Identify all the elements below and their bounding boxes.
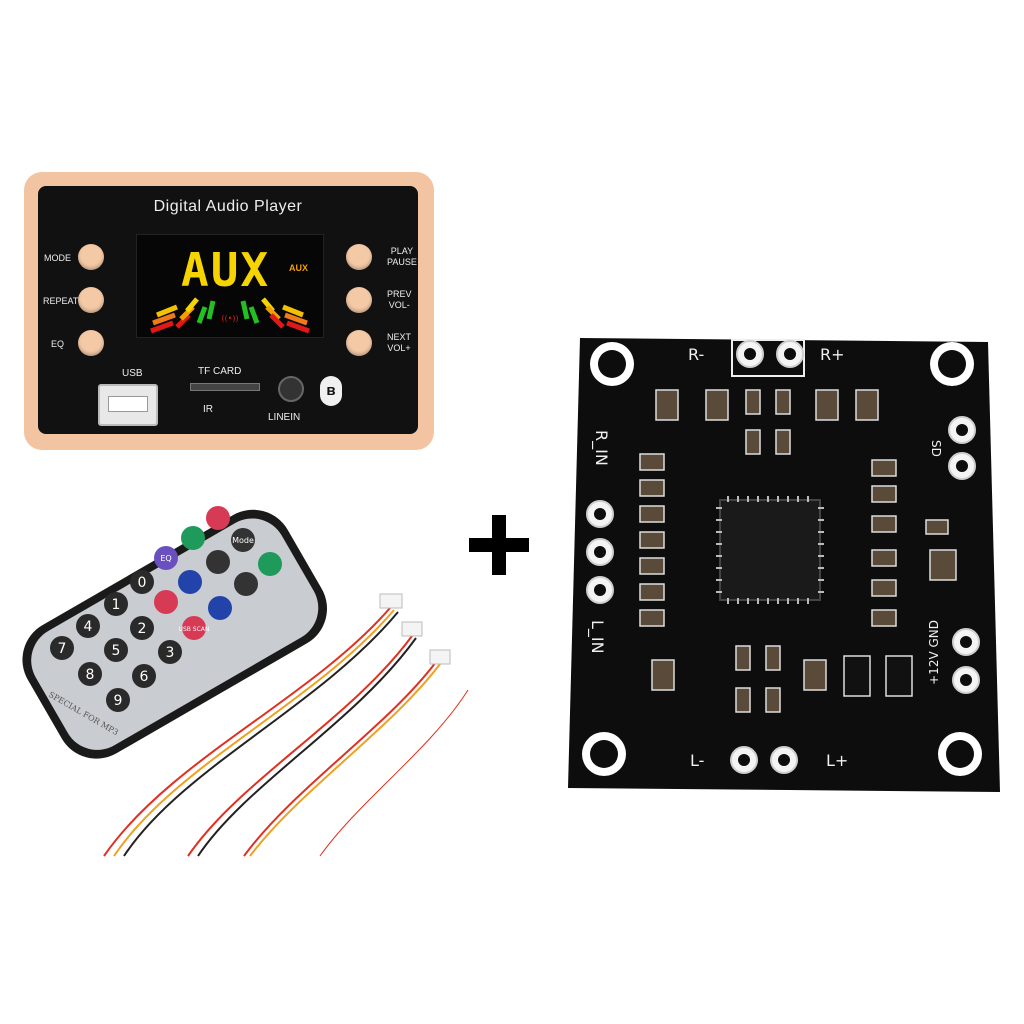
key-6[interactable] [132,664,156,688]
eq-label: EQ [51,339,65,349]
usb-scan-key[interactable] [182,616,206,640]
mode-button[interactable] [78,244,104,270]
usb-scan-key-label: USB SCAN [179,626,210,633]
spectrum-visualizer-icon: ((•)) [150,297,310,334]
audio-player-face: Digital Audio Player MODE REPEAT EQ AUX … [38,186,418,434]
key-4[interactable] [76,614,100,638]
prev-vol-down-label: PREV VOL- [387,289,412,311]
key-0-label: 0 [138,575,147,591]
play-pause-button[interactable] [346,244,372,270]
svg-text:((•)): ((•)) [221,314,238,323]
key-4-label: 4 [84,619,93,635]
mode-key[interactable] [231,528,255,552]
next-label-line: NEXT [387,332,412,342]
eq-key[interactable] [154,546,178,570]
vol-down-label-line: VOL- [388,300,410,310]
tf-card-label: TF CARD [198,366,242,377]
key-7[interactable] [50,636,74,660]
key-3-label: 3 [166,645,175,661]
key-1-label: 1 [112,597,121,613]
key-5-label: 5 [112,643,121,659]
key-8-label: 8 [86,667,95,683]
amplifier-chip [719,499,821,601]
prev-key-icon[interactable] [206,550,230,574]
ir-label: IR [203,404,213,415]
play-pause-key-icon[interactable] [181,526,205,550]
mute-key-icon[interactable] [258,552,282,576]
play-pause-label: PLAY PAUSE [387,246,417,268]
key-7-label: 7 [58,641,67,657]
key-9-label: 9 [114,693,123,709]
r-in-label: R_IN [591,430,611,466]
linein-jack[interactable] [278,376,304,402]
l-in-label: L_IN [587,620,607,654]
power-label: +12V GND [927,620,941,685]
r-minus-label: R- [688,345,704,364]
power-key-icon[interactable] [206,506,230,530]
display-aux-badge: AUX [289,263,309,273]
r-plus-label: R+ [820,345,845,364]
usb-port-inner [108,396,148,412]
prev-vol-down-button[interactable] [346,287,372,313]
linein-label: LINEIN [268,412,301,423]
connector-plug-1 [379,593,403,609]
repeat-key-icon[interactable] [154,590,178,614]
vol-down-key-icon[interactable] [178,570,202,594]
next-vol-up-label: NEXT VOL+ [387,332,411,354]
key-8[interactable] [78,662,102,686]
mode-label: MODE [44,253,71,263]
next-key-icon[interactable] [234,572,258,596]
connector-plug-2 [401,621,423,637]
amplifier-board: R- R+ L- L+ R_IN L_IN SD +12V GND [568,338,1000,792]
eq-button[interactable] [78,330,104,356]
plus-icon-bar [469,538,529,552]
connector-wires [103,593,469,857]
player-title: Digital Audio Player [153,198,303,215]
usb-port[interactable] [98,384,158,426]
pause-label-line: PAUSE [387,257,417,267]
usb-label: USB [122,368,143,379]
mode-key-label: Mode [232,536,254,545]
ir-remote-control: Mode EQ USB SCAN 0 1 2 3 4 5 6 7 8 9 SPE… [22,506,327,759]
l-minus-label: L- [690,751,704,770]
connector-plug-3 [429,649,451,665]
prev-label-line: PREV [387,289,412,299]
key-2[interactable] [130,616,154,640]
vol-up-key-icon[interactable] [208,596,232,620]
sd-label: SD [929,440,943,457]
key-9[interactable] [106,688,130,712]
l-plus-label: L+ [826,751,848,770]
key-0[interactable] [130,570,154,594]
key-3[interactable] [158,640,182,664]
key-1[interactable] [104,592,128,616]
tf-card-slot[interactable] [190,383,260,391]
eq-key-label: EQ [160,554,171,563]
key-6-label: 6 [140,669,149,685]
vol-up-label-line: VOL+ [387,343,411,353]
repeat-button[interactable] [78,287,104,313]
key-2-label: 2 [138,621,147,637]
led-display: AUX AUX ((•)) [136,234,324,338]
play-label-line: PLAY [390,246,414,256]
key-5[interactable] [104,638,128,662]
bluetooth-icon: ʙ [320,376,342,406]
next-vol-up-button[interactable] [346,330,372,356]
repeat-label: REPEAT [43,296,79,306]
display-text: AUX [181,243,271,297]
